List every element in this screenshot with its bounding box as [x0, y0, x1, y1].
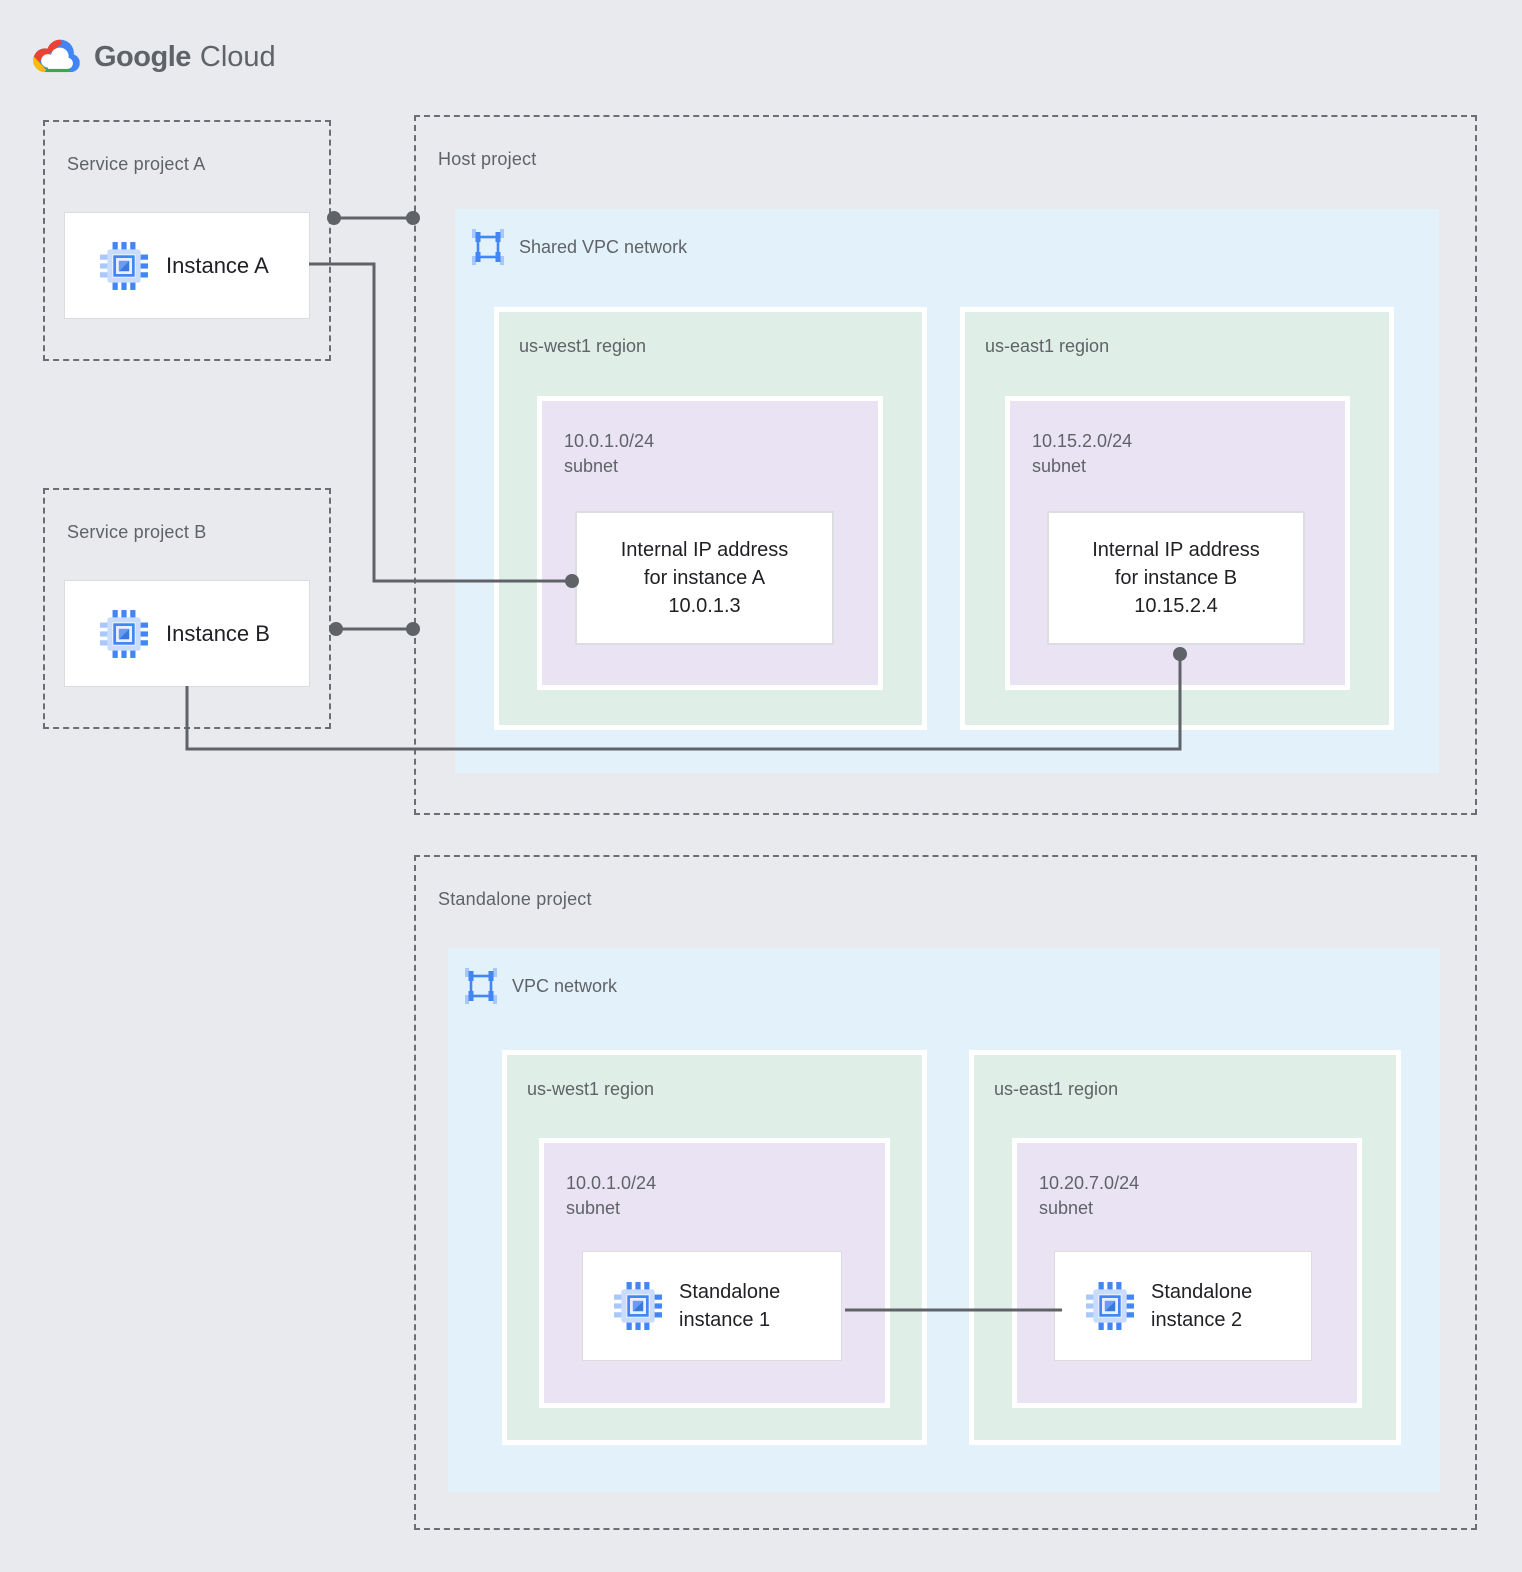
google-cloud-logo: Google Cloud — [30, 36, 276, 78]
standalone-us-west1-region-panel: us-west1 region 10.0.1.0/24 subnet — [502, 1050, 927, 1445]
standalone-west-subnet-label: 10.0.1.0/24 subnet — [566, 1171, 656, 1221]
standalone-us-east1-region-label: us-east1 region — [994, 1079, 1119, 1099]
service-project-a-label: Service project A — [67, 154, 206, 174]
standalone-instance-2-line2: instance 2 — [1151, 1309, 1243, 1331]
host-us-west1-region-label: us-west1 region — [519, 336, 647, 356]
vpc-network-panel: VPC network us-west1 region 10.0.1.0/24 … — [448, 948, 1440, 1492]
standalone-project-label: Standalone project — [438, 889, 592, 909]
standalone-instance-1-label: Standalone instance 1 — [679, 1278, 780, 1334]
shared-vpc-network-panel: Shared VPC network us-west1 region 10.0.… — [455, 209, 1439, 773]
internal-ip-a-card: Internal IP address for instance A 10.0.… — [575, 511, 834, 645]
internal-ip-a-line3: 10.0.1.3 — [668, 595, 741, 617]
google-cloud-icon — [33, 39, 80, 73]
instance-a-label: Instance A — [166, 252, 269, 278]
host-west-subnet-word: subnet — [564, 456, 619, 476]
standalone-instance-1-card: Standalone instance 1 — [582, 1251, 842, 1361]
internal-ip-b-line2: for instance B — [1114, 567, 1238, 589]
host-west-subnet-panel: 10.0.1.0/24 subnet Internal IP address f… — [537, 396, 883, 690]
host-east-subnet-label: 10.15.2.0/24 subnet — [1032, 429, 1132, 479]
host-east-subnet-word: subnet — [1032, 456, 1087, 476]
logo-wordmark: Google Cloud — [94, 41, 276, 74]
internal-ip-a-line2: for instance A — [643, 567, 766, 589]
compute-instance-icon — [100, 609, 148, 658]
compute-instance-icon — [614, 1282, 662, 1330]
internal-ip-b-line1: Internal IP address — [1092, 539, 1260, 561]
service-project-b-label: Service project B — [67, 522, 207, 542]
standalone-west-subnet-word: subnet — [566, 1198, 621, 1218]
shared-vpc-network-header: Shared VPC network — [470, 229, 687, 265]
internal-ip-b-line3: 10.15.2.4 — [1134, 595, 1218, 617]
shared-vpc-network-label: Shared VPC network — [519, 236, 688, 257]
host-east-subnet-cidr: 10.15.2.0/24 — [1032, 431, 1133, 451]
vpc-network-icon — [465, 968, 497, 1004]
standalone-west-subnet-panel: 10.0.1.0/24 subnet — [539, 1138, 890, 1408]
host-us-east1-region-label: us-east1 region — [985, 336, 1110, 356]
host-us-east1-region-panel: us-east1 region 10.15.2.0/24 subnet Inte… — [960, 307, 1394, 730]
standalone-project-box: Standalone project VPC network us-west1 … — [414, 855, 1477, 1530]
service-project-a-box: Service project A Instance A — [43, 120, 331, 361]
instance-b-label: Instance B — [166, 620, 270, 646]
logo-product-text: Cloud — [199, 40, 276, 73]
host-west-subnet-label: 10.0.1.0/24 subnet — [564, 429, 654, 479]
standalone-west-subnet-cidr: 10.0.1.0/24 — [566, 1173, 657, 1193]
standalone-instance-1-line2: instance 1 — [679, 1309, 771, 1331]
standalone-east-subnet-cidr: 10.20.7.0/24 — [1039, 1173, 1140, 1193]
vpc-network-icon — [472, 229, 504, 265]
logo-brand-text: Google — [94, 40, 191, 73]
standalone-instance-2-card: Standalone instance 2 — [1054, 1251, 1312, 1361]
host-east-subnet-panel: 10.15.2.0/24 subnet Internal IP address … — [1005, 396, 1350, 690]
internal-ip-a-line1: Internal IP address — [620, 539, 789, 561]
standalone-instance-2-line1: Standalone — [1151, 1281, 1253, 1303]
service-project-b-box: Service project B Instance B — [43, 488, 331, 729]
host-us-west1-region-panel: us-west1 region 10.0.1.0/24 subnet Inter… — [494, 307, 927, 730]
instance-b-card: Instance B — [64, 580, 310, 687]
host-west-subnet-cidr: 10.0.1.0/24 — [564, 431, 655, 451]
standalone-us-west1-region-label: us-west1 region — [527, 1079, 655, 1099]
standalone-east-subnet-label: 10.20.7.0/24 subnet — [1039, 1171, 1139, 1221]
host-project-label: Host project — [438, 149, 537, 169]
internal-ip-b-card: Internal IP address for instance B 10.15… — [1047, 511, 1305, 645]
standalone-us-east1-region-panel: us-east1 region 10.20.7.0/24 subnet — [969, 1050, 1401, 1445]
vpc-network-label: VPC network — [512, 975, 618, 996]
compute-instance-icon — [100, 241, 148, 290]
connector-dot — [329, 622, 343, 636]
vpc-network-header: VPC network — [463, 968, 617, 1004]
compute-instance-icon — [1086, 1282, 1134, 1330]
standalone-east-subnet-panel: 10.20.7.0/24 subnet — [1012, 1138, 1362, 1408]
standalone-instance-1-line1: Standalone — [679, 1281, 781, 1303]
host-project-box: Host project Shared VPC network us-west1… — [414, 115, 1477, 815]
standalone-east-subnet-word: subnet — [1039, 1198, 1094, 1218]
standalone-instance-2-label: Standalone instance 2 — [1151, 1278, 1252, 1334]
instance-a-card: Instance A — [64, 212, 310, 319]
